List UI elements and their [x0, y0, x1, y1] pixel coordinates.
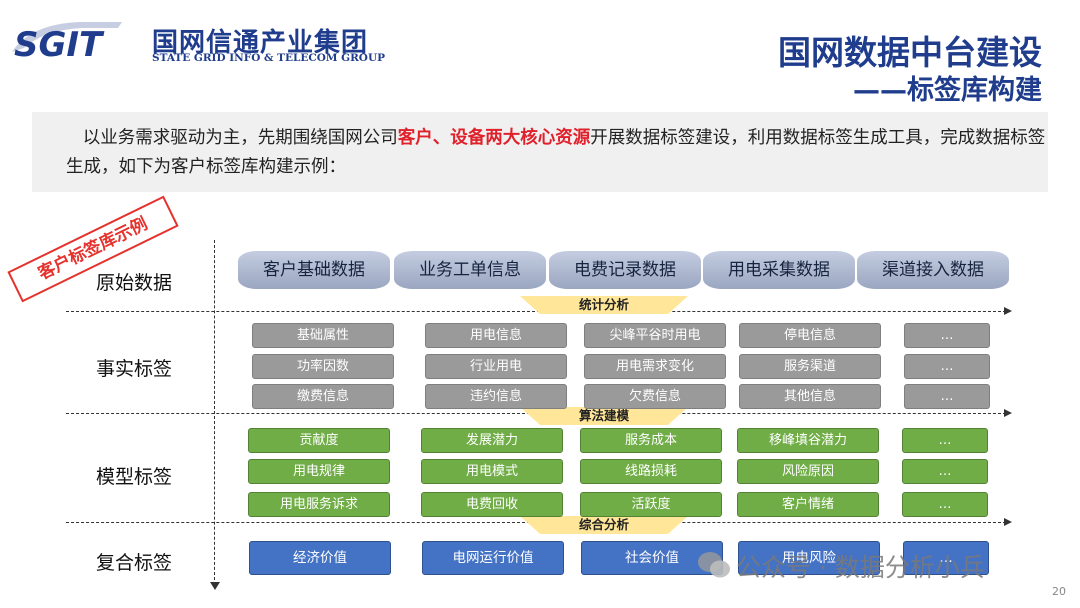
flow-stats-label: 统计分析: [578, 297, 629, 312]
watermark-label: 公众号 · 数据分析小兵: [736, 553, 985, 582]
separator-arrow: [1004, 409, 1012, 417]
model-tag: 移峰填谷潜力: [737, 428, 879, 453]
source-metering: 用电采集数据: [703, 251, 855, 289]
flow-stats: 统计分析: [520, 296, 688, 314]
source-channel: 渠道接入数据: [857, 251, 1009, 289]
fact-tag: 用电需求变化: [584, 354, 726, 379]
row-label-raw: 原始数据: [96, 272, 173, 294]
fact-tag-more: …: [904, 354, 990, 379]
fact-tag: 尖峰平谷时用电: [584, 323, 726, 348]
page-number: 20: [1052, 585, 1066, 598]
flow-algo: 算法建模: [520, 407, 688, 425]
model-tag-more: …: [902, 492, 988, 517]
intro-text-part2: 开展数据标签建设，利用数据标签生成工具，完成数据标签生成，如下为客户标签库构建示…: [66, 128, 1046, 177]
composite-tag: 经济价值: [249, 541, 391, 575]
fact-tag: 基础属性: [252, 323, 394, 348]
row-label-fact: 事实标签: [96, 358, 173, 380]
fact-tag: 服务渠道: [739, 354, 881, 379]
row-label-composite: 复合标签: [96, 552, 173, 574]
fact-tag: 用电信息: [425, 323, 567, 348]
model-tag: 贡献度: [248, 428, 390, 453]
wechat-icon: [698, 552, 730, 578]
sgit-logo: SGIT: [12, 22, 122, 65]
vertical-axis: [214, 240, 215, 585]
page-subtitle: ——标签库构建: [853, 75, 1042, 106]
flow-synth-label: 综合分析: [578, 517, 629, 532]
model-tag: 服务成本: [580, 428, 722, 453]
fact-tag: 欠费信息: [584, 384, 726, 409]
fact-tag: 功率因数: [252, 354, 394, 379]
fact-tag-more: …: [904, 384, 990, 409]
model-tag: 用电模式: [421, 459, 563, 484]
intro-highlight: 客户、设备两大核心资源: [397, 128, 591, 148]
model-tag: 客户情绪: [737, 492, 879, 517]
composite-tag-more: …: [903, 541, 989, 575]
model-tag-more: …: [902, 428, 988, 453]
intro-text-part1: 以业务需求驱动为主，先期围绕国网公司: [82, 128, 398, 148]
model-tag: 电费回收: [421, 492, 563, 517]
source-customer-basic: 客户基础数据: [238, 251, 390, 289]
model-tag: 用电服务诉求: [248, 492, 390, 517]
fact-tag: 行业用电: [425, 354, 567, 379]
page-title: 国网数据中台建设: [778, 33, 1042, 72]
separator-arrow: [1004, 307, 1012, 315]
separator-arrow: [1004, 518, 1012, 526]
row-label-model: 模型标签: [96, 466, 173, 488]
model-tag: 活跃度: [580, 492, 722, 517]
composite-tag: 用电风险: [738, 541, 880, 575]
model-tag: 线路损耗: [580, 459, 722, 484]
company-name-en: STATE GRID INFO & TELECOM GROUP: [152, 52, 386, 64]
svg-text:SGIT: SGIT: [14, 25, 105, 65]
watermark-text: 公众号 · 数据分析小兵: [696, 548, 985, 584]
separator-raw-fact: [66, 311, 1006, 312]
flow-synth: 综合分析: [520, 516, 688, 534]
intro-box: 以业务需求驱动为主，先期围绕国网公司客户、设备两大核心资源开展数据标签建设，利用…: [32, 112, 1048, 192]
fact-tag: 违约信息: [425, 384, 567, 409]
fact-tag: 停电信息: [739, 323, 881, 348]
vertical-axis-arrow: [210, 582, 220, 590]
model-tag: 发展潜力: [421, 428, 563, 453]
fact-tag-more: …: [904, 323, 990, 348]
source-work-order: 业务工单信息: [394, 251, 546, 289]
model-tag: 用电规律: [248, 459, 390, 484]
fact-tag: 其他信息: [739, 384, 881, 409]
model-tag: 风险原因: [737, 459, 879, 484]
composite-tag: 社会价值: [581, 541, 723, 575]
source-billing: 电费记录数据: [549, 251, 701, 289]
company-name-cn: 国网信通产业集团: [152, 28, 369, 58]
flow-algo-label: 算法建模: [578, 408, 629, 423]
fact-tag: 缴费信息: [252, 384, 394, 409]
model-tag-more: …: [902, 459, 988, 484]
intro-text: 以业务需求驱动为主，先期围绕国网公司客户、设备两大核心资源开展数据标签建设，利用…: [66, 124, 1046, 182]
composite-tag: 电网运行价值: [422, 541, 564, 575]
